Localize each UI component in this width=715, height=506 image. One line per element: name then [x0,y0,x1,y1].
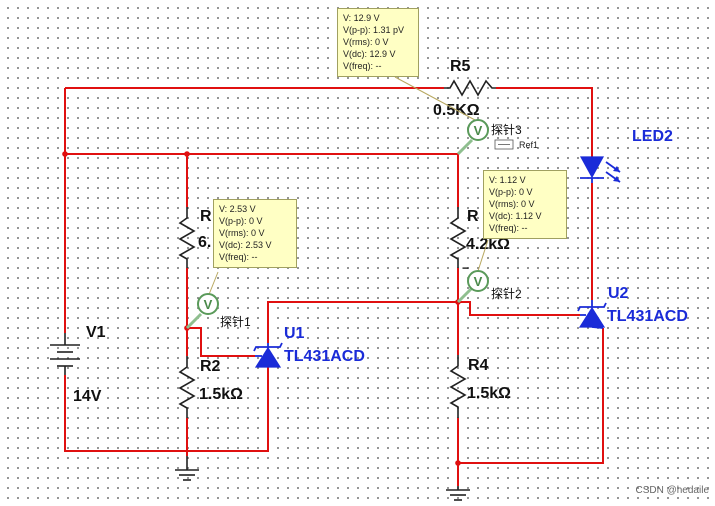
probe3-lead [456,138,474,156]
r5-resistor[interactable] [444,79,496,97]
probe3-ref-box: Ref1 [494,139,538,150]
r4-name: R4 [468,357,489,374]
u1-tl431[interactable] [253,342,283,368]
probe2-tooltip: V: 1.12 V V(p-p): 0 V V(rms): 0 V V(dc):… [483,170,567,239]
probe2-line: V(freq): -- [489,223,528,233]
led2-diode[interactable] [579,156,621,183]
probe1-line: V(dc): 2.53 V [219,240,272,250]
svg-text:−: − [462,261,469,275]
v1-name: V1 [86,324,106,341]
r2-name: R2 [200,358,221,375]
v1-value: 14V [73,388,102,405]
probe3-ref: Ref1 [519,140,538,150]
wires [64,87,604,486]
ground-symbol-right [446,486,470,501]
r2-value: 1.5kΩ [199,386,243,403]
probe2-marker[interactable]: V [467,270,489,292]
u1-part: TL431ACD [284,348,365,365]
probe2-lead [456,286,474,304]
probe2-symbol: V [474,274,483,289]
probe3-line: V(p-p): 1.31 pV [343,25,405,35]
probe2-label: 探针2 [491,286,522,301]
r3-name: R [467,208,479,225]
r1-name: R [200,208,212,225]
r3-resistor[interactable] [449,207,467,268]
probe1-line: V(p-p): 0 V [219,216,263,226]
probe2-line: V(p-p): 0 V [489,187,533,197]
ground-symbol-left [175,456,199,481]
probe1-tooltip: V: 2.53 V V(p-p): 0 V V(rms): 0 V V(dc):… [213,199,297,268]
r4-value: 1.5kΩ [467,385,511,402]
r4-resistor[interactable] [449,355,467,418]
probe2-line: V(rms): 0 V [489,199,535,209]
probe1-symbol: V [204,297,213,312]
probe3-symbol: V [474,123,483,138]
probe3-label: 探针3 [491,122,522,137]
probe3-marker[interactable]: V [467,119,489,141]
r3-value: 4.2kΩ [466,236,510,253]
u2-tl431[interactable] [577,300,607,329]
probe3-tooltip: V: 12.9 V V(p-p): 1.31 pV V(rms): 0 V V(… [337,8,419,77]
probe3-line: V(rms): 0 V [343,37,389,47]
probe1-line: V(freq): -- [219,252,258,262]
probe3-line: V(freq): -- [343,61,382,71]
probe3-tooltip-pointer [394,76,476,121]
r1-value: 6. [198,234,211,251]
led2-name: LED2 [632,128,673,145]
u2-part: TL431ACD [607,308,688,325]
probe1-marker[interactable]: V [197,293,219,315]
v1-battery[interactable] [50,333,80,375]
probe2-line: V: 1.12 V [489,175,526,185]
u2-name: U2 [608,285,629,302]
probe1-tooltip-pointer [207,271,219,298]
u1-name: U1 [284,325,305,342]
probe2-line: V(dc): 1.12 V [489,211,542,221]
r1-resistor[interactable] [178,207,196,268]
probe3-line: V(dc): 12.9 V [343,49,396,59]
r5-name: R5 [450,58,471,75]
watermark: CSDN @hedaile [635,485,709,496]
probe1-lead [185,312,203,330]
probe1-label: 探针1 [220,314,251,329]
probe1-line: V(rms): 0 V [219,228,265,238]
probe1-line: V: 2.53 V [219,204,256,214]
probe3-line: V: 12.9 V [343,13,380,23]
probe2-tooltip-pointer [477,239,489,272]
r2-resistor[interactable] [178,356,196,418]
